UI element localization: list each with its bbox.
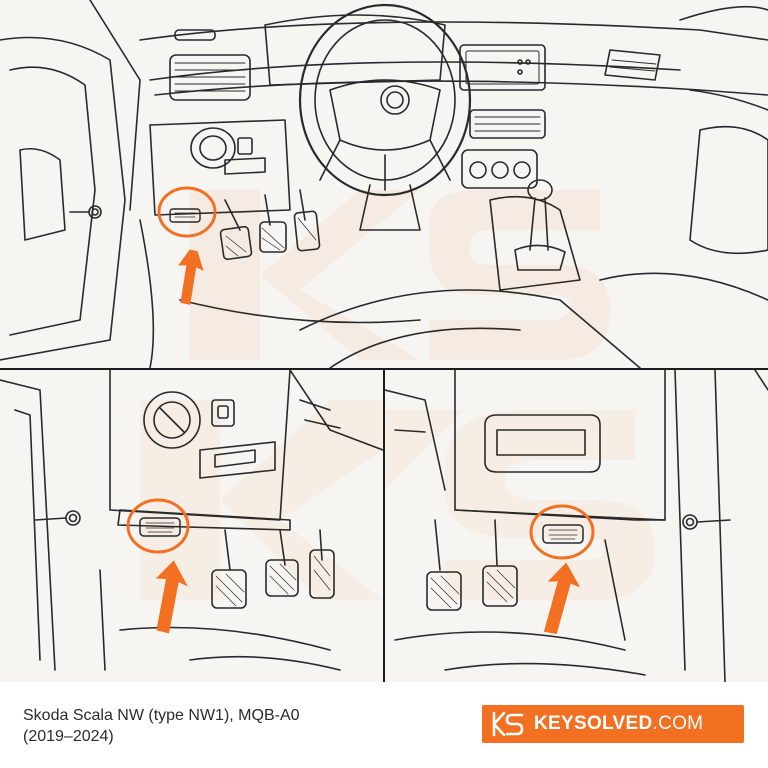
vehicle-caption: Skoda Scala NW (type NW1), MQB-A0 (2019–… — [23, 705, 423, 747]
logo-brand: KEYSOLVED — [534, 713, 653, 734]
logo-domain: .COM — [652, 713, 704, 734]
ks-logo-icon — [492, 711, 524, 737]
obd-highlight-circle — [157, 186, 217, 238]
vehicle-years-line: (2019–2024) — [23, 728, 114, 745]
arrow-up-icon — [543, 562, 581, 634]
watermark-ks — [385, 410, 655, 600]
vehicle-model-line: Skoda Scala NW (type NW1), MQB-A0 — [23, 707, 300, 724]
arrow-up-icon — [178, 249, 204, 305]
obd-port-icon — [139, 517, 181, 537]
obd-highlight-circle — [126, 498, 190, 554]
interior-overview-illustration — [0, 0, 768, 368]
keysolved-logo: KEYSOLVED.COM — [482, 705, 744, 743]
arrow-up-icon — [155, 560, 188, 634]
watermark-ks — [190, 190, 610, 360]
obd-highlight-circle — [529, 504, 595, 560]
obd-port-icon — [542, 524, 584, 544]
horizontal-divider — [0, 368, 768, 370]
driver-footwell-closeup — [0, 370, 383, 682]
passenger-side-closeup — [385, 370, 768, 682]
logo-wordmark: KEYSOLVED.COM — [534, 713, 703, 735]
vertical-divider — [383, 370, 385, 682]
obd-port-icon — [169, 208, 201, 223]
